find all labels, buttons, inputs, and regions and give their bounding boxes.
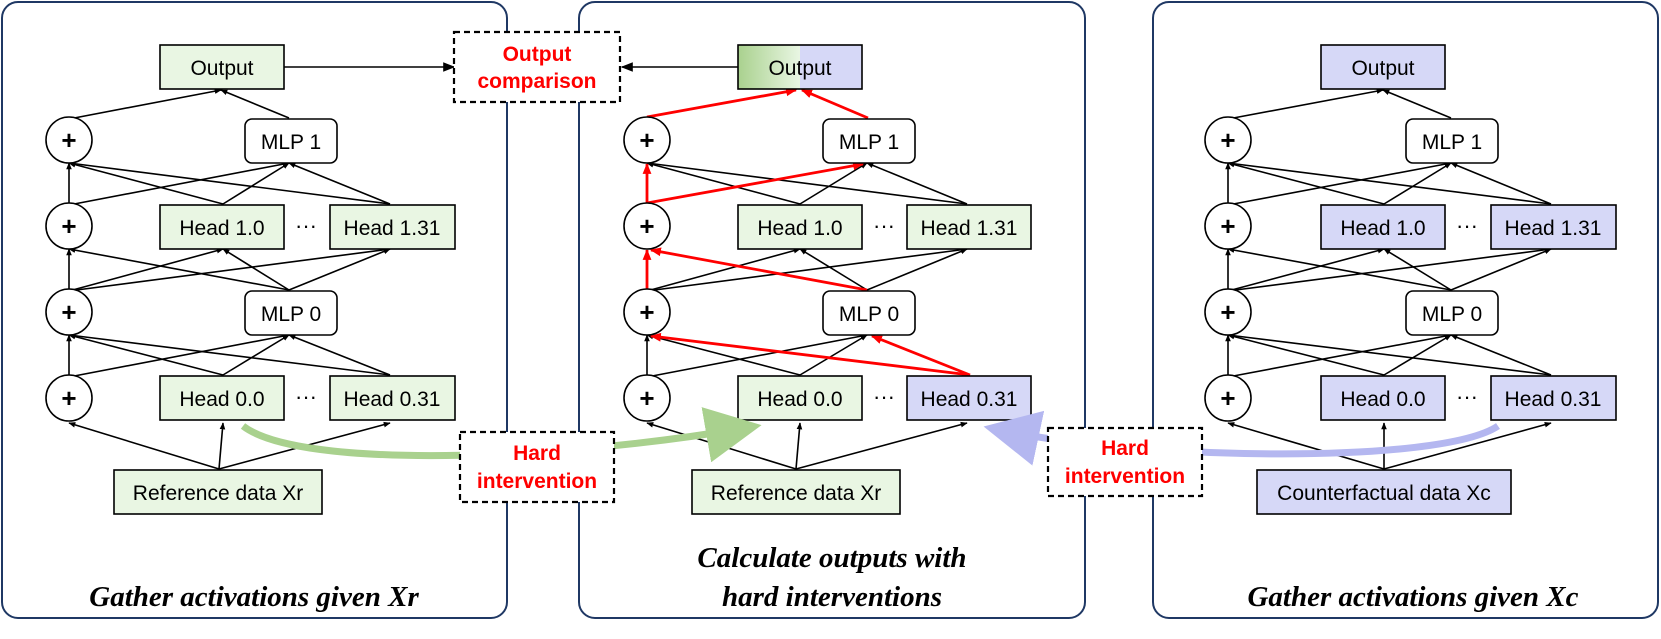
hard-intervention-line2: intervention	[1065, 465, 1185, 488]
head-1-0-node	[737, 204, 863, 250]
add-node	[623, 288, 671, 336]
head-0-0-label: Head 0.0	[179, 388, 264, 411]
add-symbol: +	[1220, 211, 1235, 241]
network-right: Output MLP 1 Head 1.0 ··· Head 1.31 MLP …	[1204, 44, 1617, 515]
head-0-31-label: Head 0.31	[344, 388, 441, 411]
head-1-31-node	[329, 204, 456, 250]
add-node	[45, 202, 93, 250]
add-node	[623, 202, 671, 250]
head-1-31-node	[906, 204, 1032, 250]
mlp0-node	[244, 290, 338, 336]
add-symbol: +	[639, 297, 654, 327]
intervention-path	[642, 87, 971, 377]
counterfactual-data-label: Counterfactual data Xc	[1277, 482, 1491, 505]
mlp1-label: MLP 1	[1422, 131, 1482, 154]
mlp1-label: MLP 1	[261, 131, 321, 154]
add-symbol: +	[639, 211, 654, 241]
residual-add-nodes: + + + +	[623, 116, 671, 422]
head-1-0-label: Head 1.0	[1340, 217, 1425, 240]
output-label: Output	[768, 57, 831, 80]
head-0-0-node	[159, 375, 285, 421]
head-0-0-node	[1320, 375, 1446, 421]
add-node	[623, 116, 671, 164]
counterfactual-data-node	[1256, 469, 1512, 515]
output-node	[1320, 44, 1446, 90]
output-node	[737, 44, 863, 90]
add-node	[623, 374, 671, 422]
add-node	[1204, 202, 1252, 250]
hard-intervention-line1: Hard	[513, 442, 561, 465]
head-1-0-label: Head 1.0	[757, 217, 842, 240]
reference-data-node	[691, 469, 901, 515]
head-1-31-label: Head 1.31	[344, 217, 441, 240]
head-0-31-label: Head 0.31	[921, 388, 1018, 411]
add-symbol: +	[1220, 125, 1235, 155]
residual-add-nodes: + + + +	[1204, 116, 1252, 422]
head-0-0-label: Head 0.0	[1340, 388, 1425, 411]
mlp1-node	[244, 118, 338, 164]
caption-middle-line1: Calculate outputs with	[697, 542, 966, 574]
ellipsis: ···	[295, 384, 317, 409]
head-1-0-label: Head 1.0	[179, 217, 264, 240]
add-symbol: +	[61, 383, 76, 413]
hard-intervention-line2: intervention	[477, 470, 597, 493]
caption-right: Gather activations given Xc	[1247, 581, 1578, 613]
ellipsis: ···	[873, 384, 895, 409]
add-node	[45, 116, 93, 164]
head-0-0-label: Head 0.0	[757, 388, 842, 411]
hard-intervention-line1: Hard	[1101, 437, 1149, 460]
network-left: Output MLP 1 Head 1.0 ··· Head 1.31 MLP …	[45, 44, 456, 515]
head-0-31-node	[329, 375, 456, 421]
mlp0-label: MLP 0	[1422, 303, 1482, 326]
add-node	[45, 374, 93, 422]
head-0-31-label: Head 0.31	[1505, 388, 1602, 411]
output-comparison-box: Output comparison	[452, 30, 622, 104]
hard-intervention-box-right: Hard intervention	[1046, 426, 1204, 498]
reference-data-label: Reference data Xr	[711, 482, 881, 505]
output-comparison-line1: Output	[503, 43, 572, 66]
caption-middle-line2: hard interventions	[722, 581, 942, 613]
head-0-31-node	[1490, 375, 1617, 421]
hard-intervention-box-left: Hard intervention	[458, 430, 616, 504]
add-node	[1204, 116, 1252, 164]
mlp0-node	[822, 290, 916, 336]
ellipsis: ···	[873, 213, 895, 238]
mlp1-node	[822, 118, 916, 164]
mlp0-label: MLP 0	[261, 303, 321, 326]
mlp1-label: MLP 1	[839, 131, 899, 154]
add-symbol: +	[639, 383, 654, 413]
mlp0-label: MLP 0	[839, 303, 899, 326]
output-node	[159, 44, 285, 90]
ellipsis: ···	[1456, 384, 1478, 409]
add-symbol: +	[61, 211, 76, 241]
add-symbol: +	[61, 297, 76, 327]
add-symbol: +	[1220, 383, 1235, 413]
residual-add-nodes: + + + +	[45, 116, 93, 422]
head-1-0-node	[1320, 204, 1446, 250]
reference-data-node	[113, 469, 323, 515]
network-middle: Output MLP 1 Head 1.0 ··· Head 1.31 MLP …	[623, 44, 1032, 515]
head-1-0-node	[159, 204, 285, 250]
ellipsis: ···	[1456, 213, 1478, 238]
ellipsis: ···	[295, 213, 317, 238]
output-comparison-line2: comparison	[477, 70, 596, 93]
output-label: Output	[1351, 57, 1414, 80]
output-label: Output	[190, 57, 253, 80]
reference-intervention-arrow	[240, 407, 762, 463]
head-1-31-node	[1490, 204, 1617, 250]
reference-data-label: Reference data Xr	[133, 482, 303, 505]
mlp1-node	[1405, 118, 1499, 164]
head-1-31-label: Head 1.31	[921, 217, 1018, 240]
mlp0-node	[1405, 290, 1499, 336]
add-node	[1204, 374, 1252, 422]
add-symbol: +	[639, 125, 654, 155]
head-1-31-label: Head 1.31	[1505, 217, 1602, 240]
add-symbol: +	[1220, 297, 1235, 327]
add-symbol: +	[61, 125, 76, 155]
add-node	[45, 288, 93, 336]
add-node	[1204, 288, 1252, 336]
caption-left: Gather activations given Xr	[89, 581, 419, 613]
